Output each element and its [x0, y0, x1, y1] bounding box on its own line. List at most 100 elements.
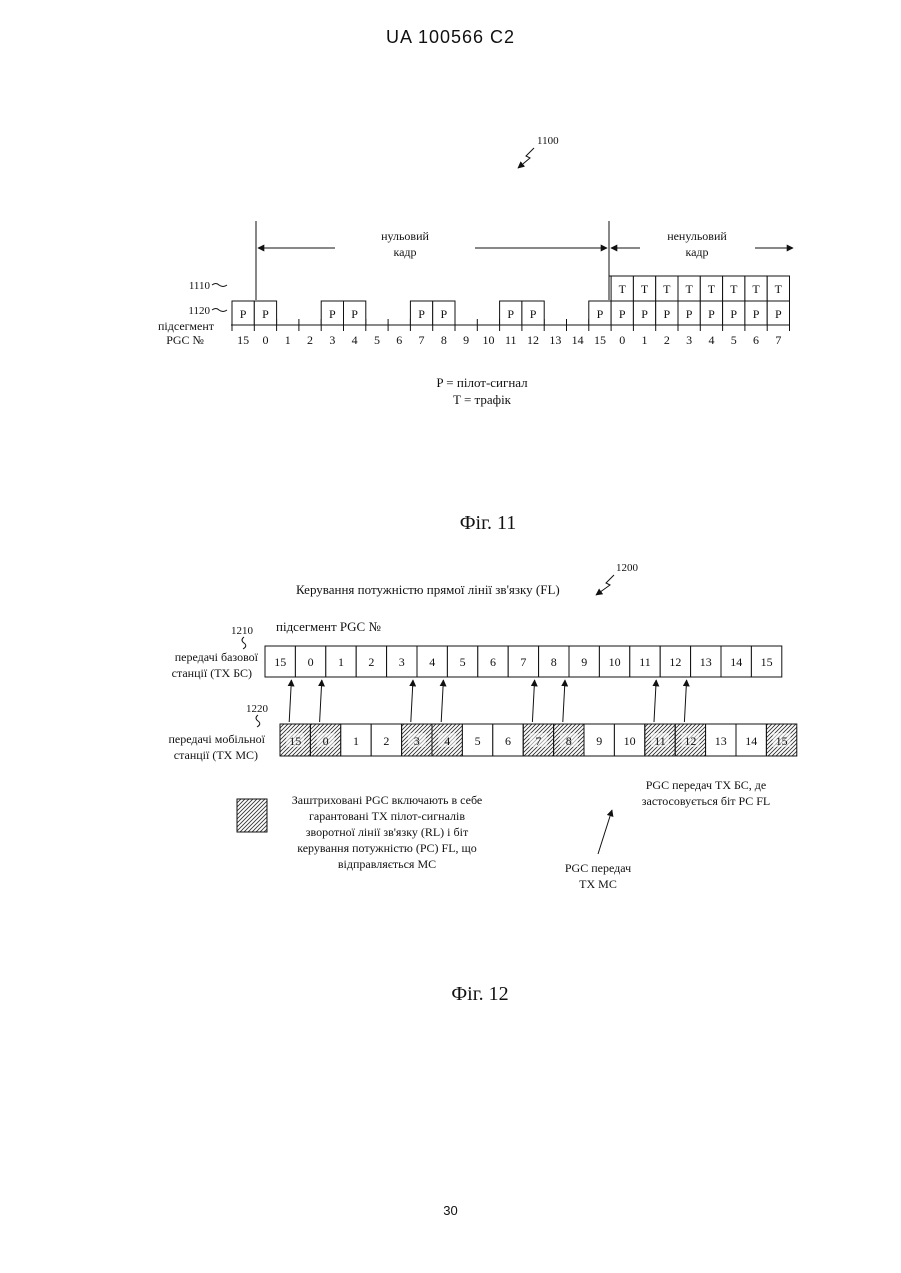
hatched-legend-text: Заштриховані PGC включають в себегаранто… — [292, 793, 482, 871]
pilot-letter: P — [329, 307, 336, 321]
bs-pgc-number: 15 — [274, 655, 286, 669]
bs-pgc-number: 1 — [338, 655, 344, 669]
ms-pgc-number: 15 — [289, 734, 301, 748]
pgc-mapping-arrow — [654, 680, 656, 722]
fig12-caption: Фіг. 12 — [451, 983, 508, 1005]
bs-label-1: передачі базової — [175, 650, 259, 664]
slot-number: 2 — [307, 333, 313, 347]
pilot-letter: P — [664, 307, 671, 321]
bs-pgc-number: 11 — [639, 655, 651, 669]
slot-number: 8 — [441, 333, 447, 347]
slot-number: 5 — [731, 333, 737, 347]
traffic-letter: T — [708, 282, 716, 296]
ms-pgc-number: 7 — [535, 734, 541, 748]
pilot-letter: P — [686, 307, 693, 321]
traffic-letter: T — [619, 282, 627, 296]
note-bs-2: застосовується біт PC FL — [642, 794, 770, 808]
fig11-traffic-boxes: TTTTTTTT — [611, 276, 789, 301]
legend-line: відправляється МС — [338, 857, 436, 871]
ref-1110: 1110 — [189, 280, 211, 292]
slot-number: 4 — [352, 333, 358, 347]
fig11-pilot-boxes: PPPPPPPPPPPPPPPPP — [232, 301, 790, 325]
traffic-letter: T — [641, 282, 649, 296]
bs-transmission-row: 150123456789101112131415 — [265, 646, 782, 677]
slot-number: 6 — [396, 333, 402, 347]
ref-1210: 1210 — [231, 625, 254, 637]
bs-pgc-number: 4 — [429, 655, 435, 669]
bs-pgc-number: 2 — [368, 655, 374, 669]
fig11-caption: Фіг. 11 — [460, 512, 517, 534]
traffic-letter: T — [752, 282, 760, 296]
ms-pgc-number: 6 — [505, 734, 511, 748]
pilot-letter: P — [507, 307, 514, 321]
ref-1120: 1120 — [188, 305, 210, 317]
traffic-letter: T — [730, 282, 738, 296]
note-ms-1: PGC передач — [565, 861, 631, 875]
legend-line: зворотної лінії зв'язку (RL) і біт — [306, 825, 469, 839]
ref-1200-pointer — [596, 575, 614, 595]
pilot-letter: P — [530, 307, 537, 321]
ref-1100: 1100 — [537, 135, 559, 147]
slot-number: 12 — [527, 333, 539, 347]
pilot-letter: P — [775, 307, 782, 321]
slot-number: 15 — [237, 333, 249, 347]
slot-number: 2 — [664, 333, 670, 347]
ms-pgc-number: 5 — [475, 734, 481, 748]
bs-pgc-number: 13 — [700, 655, 712, 669]
bs-label-2: станції (ТХ БС) — [172, 666, 252, 680]
legend-arrow — [598, 810, 612, 854]
ms-pgc-number: 12 — [684, 734, 696, 748]
pilot-letter: P — [240, 307, 247, 321]
ms-pgc-number: 11 — [654, 734, 666, 748]
bs-pgc-number: 3 — [399, 655, 405, 669]
bs-pgc-number: 15 — [761, 655, 773, 669]
slot-number: 15 — [594, 333, 606, 347]
slot-number: 9 — [463, 333, 469, 347]
ms-transmission-row: 150123456789101112131415 — [280, 724, 797, 756]
note-ms-2: ТХ МС — [579, 877, 617, 891]
pilot-letter: P — [708, 307, 715, 321]
pilot-letter: P — [418, 307, 425, 321]
pgc-mapping-arrow — [320, 680, 322, 722]
fig11-slot-labels: 15012345678910111213141501234567 — [237, 333, 781, 347]
pgc-number-label: PGC № — [166, 333, 204, 347]
legend-pilot: P = пілот-сигнал — [436, 375, 528, 390]
slot-number: 3 — [686, 333, 692, 347]
ms-pgc-number: 8 — [566, 734, 572, 748]
ms-label-2: станції (ТХ МС) — [174, 748, 258, 762]
slot-number: 0 — [262, 333, 268, 347]
bs-pgc-number: 12 — [669, 655, 681, 669]
ms-pgc-number: 14 — [745, 734, 757, 748]
ref-1100-pointer — [518, 148, 534, 168]
traffic-letter: T — [663, 282, 671, 296]
ref-1210-tick — [242, 637, 246, 649]
ms-pgc-number: 15 — [776, 734, 788, 748]
slot-number: 11 — [505, 333, 517, 347]
pilot-letter: P — [262, 307, 269, 321]
pilot-letter: P — [730, 307, 737, 321]
slot-number: 1 — [642, 333, 648, 347]
slot-number: 5 — [374, 333, 380, 347]
figure-12: 1200 Керування потужністю прямої лінії з… — [169, 562, 797, 1005]
ms-pgc-number: 13 — [715, 734, 727, 748]
ms-label-1: передачі мобільної — [169, 732, 266, 746]
legend-line: Заштриховані PGC включають в себе — [292, 793, 482, 807]
slot-number: 4 — [708, 333, 714, 347]
legend-traffic: T = трафік — [453, 392, 512, 407]
pgc-mapping-arrow — [684, 680, 686, 722]
pgc-mapping-arrow — [441, 680, 443, 722]
zero-frame-label-2: кадр — [393, 245, 416, 259]
ref-1110-tick — [212, 284, 227, 287]
slot-number: 1 — [285, 333, 291, 347]
pilot-letter: P — [351, 307, 358, 321]
ref-1220-tick — [256, 715, 260, 727]
fig12-title: Керування потужністю прямої лінії зв'язк… — [296, 582, 560, 597]
slot-number: 3 — [329, 333, 335, 347]
bs-pgc-number: 14 — [730, 655, 742, 669]
slot-number: 13 — [549, 333, 561, 347]
pilot-letter: P — [641, 307, 648, 321]
nonzero-frame-label-2: кадр — [685, 245, 708, 259]
pgc-mapping-arrow — [532, 680, 534, 722]
slot-number: 6 — [753, 333, 759, 347]
